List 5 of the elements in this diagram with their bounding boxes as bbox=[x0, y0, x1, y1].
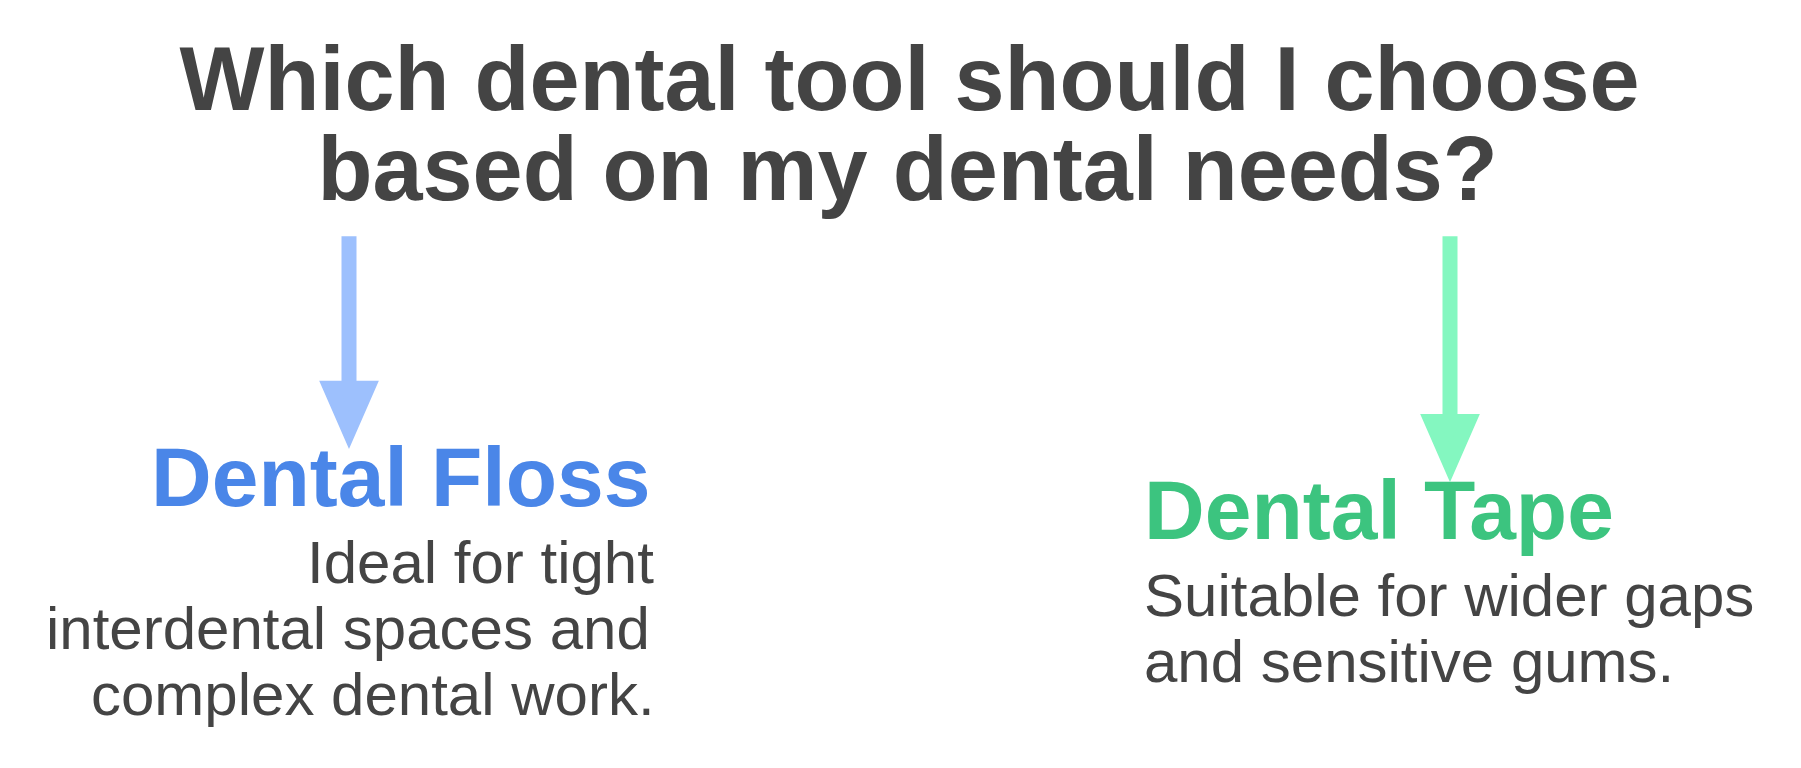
diagram-title: Which dental tool should I choose based on my dental needs? bbox=[179, 28, 1639, 219]
node-text: Dental Floss Ideal for tight interdental spaces and complex dental work. bbox=[45, 429, 655, 727]
node-text: Dental Tape Suitable for wider gaps and sensitive gums. bbox=[1143, 462, 1754, 694]
arrow bbox=[318, 235, 379, 449]
arrow bbox=[1419, 235, 1480, 482]
